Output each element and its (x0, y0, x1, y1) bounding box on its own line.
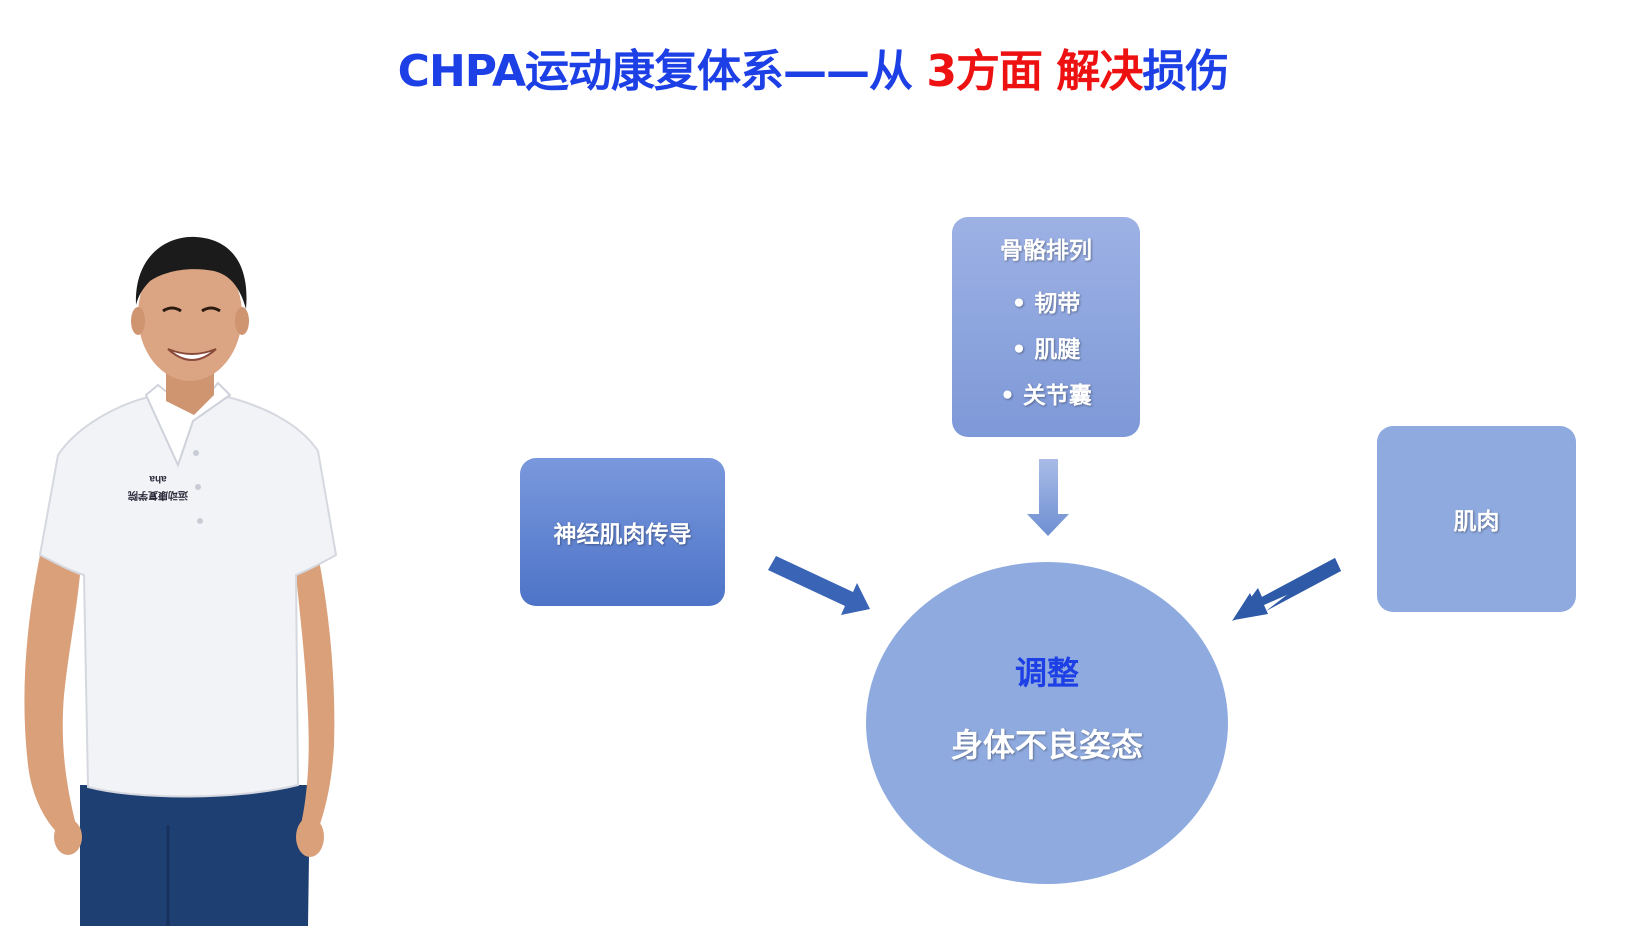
circle-posture-text: 身体不良姿态 (950, 726, 1143, 764)
title-space (1042, 46, 1056, 97)
shirt-logo-line2: 运动康复学院 (128, 489, 188, 502)
title-part-injury: 损伤 (1142, 46, 1229, 97)
muscle-box: 肌肉 (1377, 426, 1576, 612)
skeletal-alignment-box: 骨骼排列 • 韧带 • 肌腱 • 关节囊 (952, 217, 1140, 437)
title-part-1: CHPA运动康复体系——从 (397, 46, 927, 97)
hair (135, 236, 247, 309)
right-arm (296, 555, 335, 835)
head (138, 249, 242, 381)
instructor-photo: aha 运动康复学院 (24, 236, 338, 926)
left-arm (24, 555, 80, 835)
shirt-logo-line1: aha (149, 473, 167, 484)
muscle-label: 肌肉 (1453, 509, 1500, 535)
pants (80, 785, 310, 926)
smile (167, 348, 217, 361)
arrow-muscle-to-center (1232, 558, 1341, 621)
title-highlight-solve: 解决 (1056, 46, 1143, 97)
adjust-posture-circle: 调整 身体不良姿态 (866, 562, 1228, 884)
neural-muscle-conduction-label: 神经肌肉传导 (553, 522, 692, 548)
skeletal-item-joint-capsule: • 关节囊 (1000, 383, 1092, 409)
skeletal-item-tendon: • 肌腱 (1011, 337, 1081, 363)
arrow-skeletal-to-center (1027, 459, 1069, 536)
neural-muscle-conduction-box: 神经肌肉传导 (520, 458, 725, 606)
skeletal-item-ligament: • 韧带 (1011, 291, 1081, 317)
white-polo-shirt (38, 395, 338, 798)
circle-adjust-text: 调整 (1014, 654, 1079, 692)
skeletal-alignment-heading: 骨骼排列 (1000, 238, 1092, 264)
arrow-neural-to-center (768, 556, 870, 615)
page-title: CHPA运动康复体系——从 3方面 解决损伤 (0, 40, 1626, 104)
title-highlight-3-aspects: 3方面 (926, 46, 1043, 97)
